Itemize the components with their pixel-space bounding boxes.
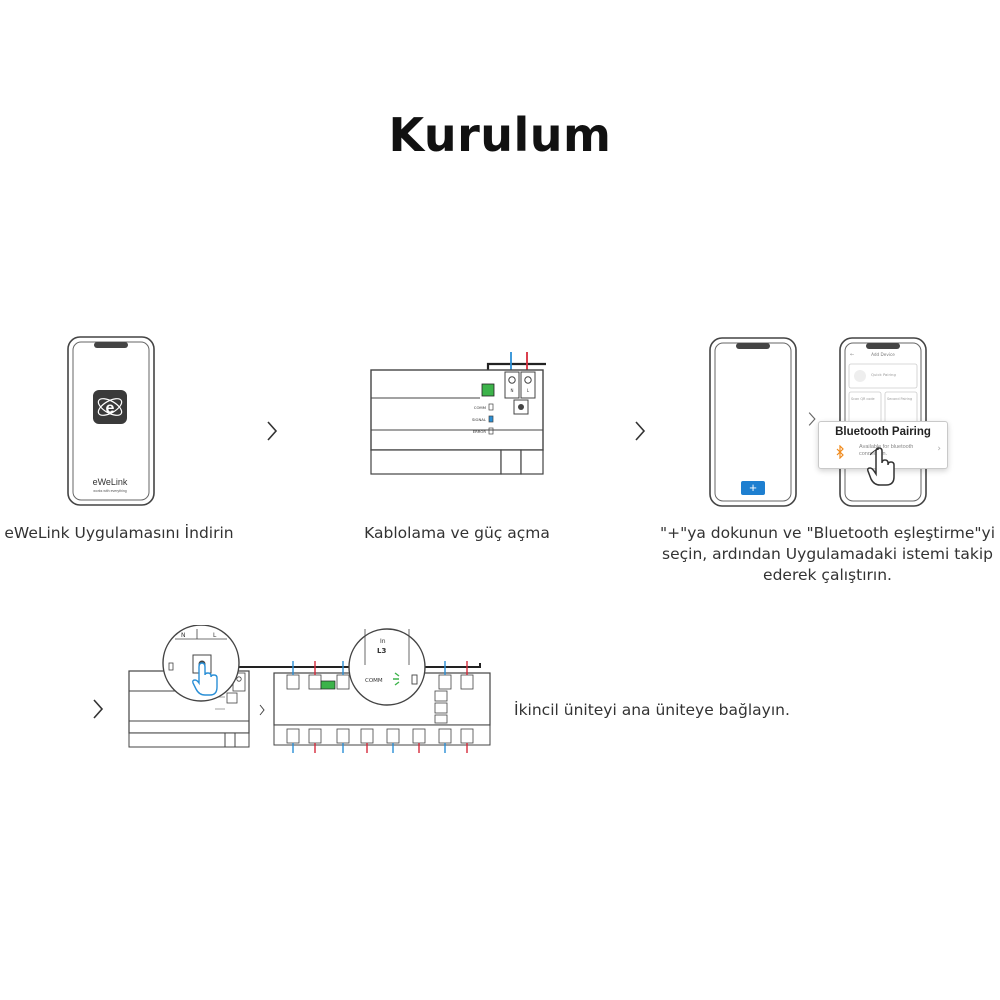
- app-tagline-label: works with everything: [93, 489, 127, 493]
- svg-text:L3: L3: [377, 647, 386, 655]
- svg-text:e: e: [106, 400, 115, 417]
- svg-text:+: +: [749, 480, 757, 495]
- svg-text:Add Device: Add Device: [871, 352, 895, 357]
- step2-caption: Kablolama ve güç açma: [364, 524, 550, 542]
- app-name-label: eWeLink: [93, 477, 128, 487]
- svg-text:←: ←: [850, 352, 854, 358]
- chevron-right-icon: ›: [937, 444, 941, 454]
- step4-caption: İkincil üniteyi ana üniteye bağlayın.: [514, 701, 790, 719]
- bluetooth-pairing-subtitle: Available for bluetooth connection.: [859, 444, 914, 457]
- ewelink-logo-icon: e: [93, 390, 127, 424]
- phone-ewelink-illustration: e eWeLink works with everything: [67, 336, 155, 506]
- page-title: Kurulum: [388, 108, 612, 162]
- chevron-right-icon: [808, 412, 816, 426]
- svg-text:N: N: [181, 632, 186, 639]
- svg-text:N: N: [511, 388, 514, 393]
- svg-text:Second Pairing: Second Pairing: [887, 397, 912, 401]
- svg-text:Scan QR code: Scan QR code: [851, 397, 875, 401]
- wired-device-illustration: N L COMM SIGNAL ERROR: [370, 352, 546, 475]
- svg-text:L: L: [213, 632, 217, 639]
- chevron-right-icon: [93, 699, 104, 719]
- phone-add-button-illustration: +: [709, 337, 797, 507]
- step1-caption: eWeLink Uygulamasını İndirin: [4, 524, 234, 542]
- svg-text:L: L: [527, 388, 530, 393]
- bluetooth-icon: [836, 445, 844, 459]
- svg-text:Quick Pairing: Quick Pairing: [871, 372, 896, 377]
- bluetooth-pairing-title: Bluetooth Pairing: [835, 426, 931, 438]
- step3-caption: "+"ya dokunun ve "Bluetooth eşleştirme"y…: [659, 524, 996, 584]
- svg-text:COMM: COMM: [365, 678, 383, 684]
- add-button: [741, 481, 765, 495]
- hand-pointer-icon: [867, 447, 895, 486]
- chevron-right-icon: [635, 421, 646, 441]
- chevron-right-icon: [267, 421, 278, 441]
- svg-text:In: In: [380, 638, 386, 645]
- svg-text:SIGNAL: SIGNAL: [472, 417, 487, 422]
- svg-text:ERROR: ERROR: [473, 429, 487, 434]
- secondary-unit-connection-illustration: N L In L3 COMM: [128, 625, 491, 753]
- svg-text:COMM: COMM: [474, 405, 486, 410]
